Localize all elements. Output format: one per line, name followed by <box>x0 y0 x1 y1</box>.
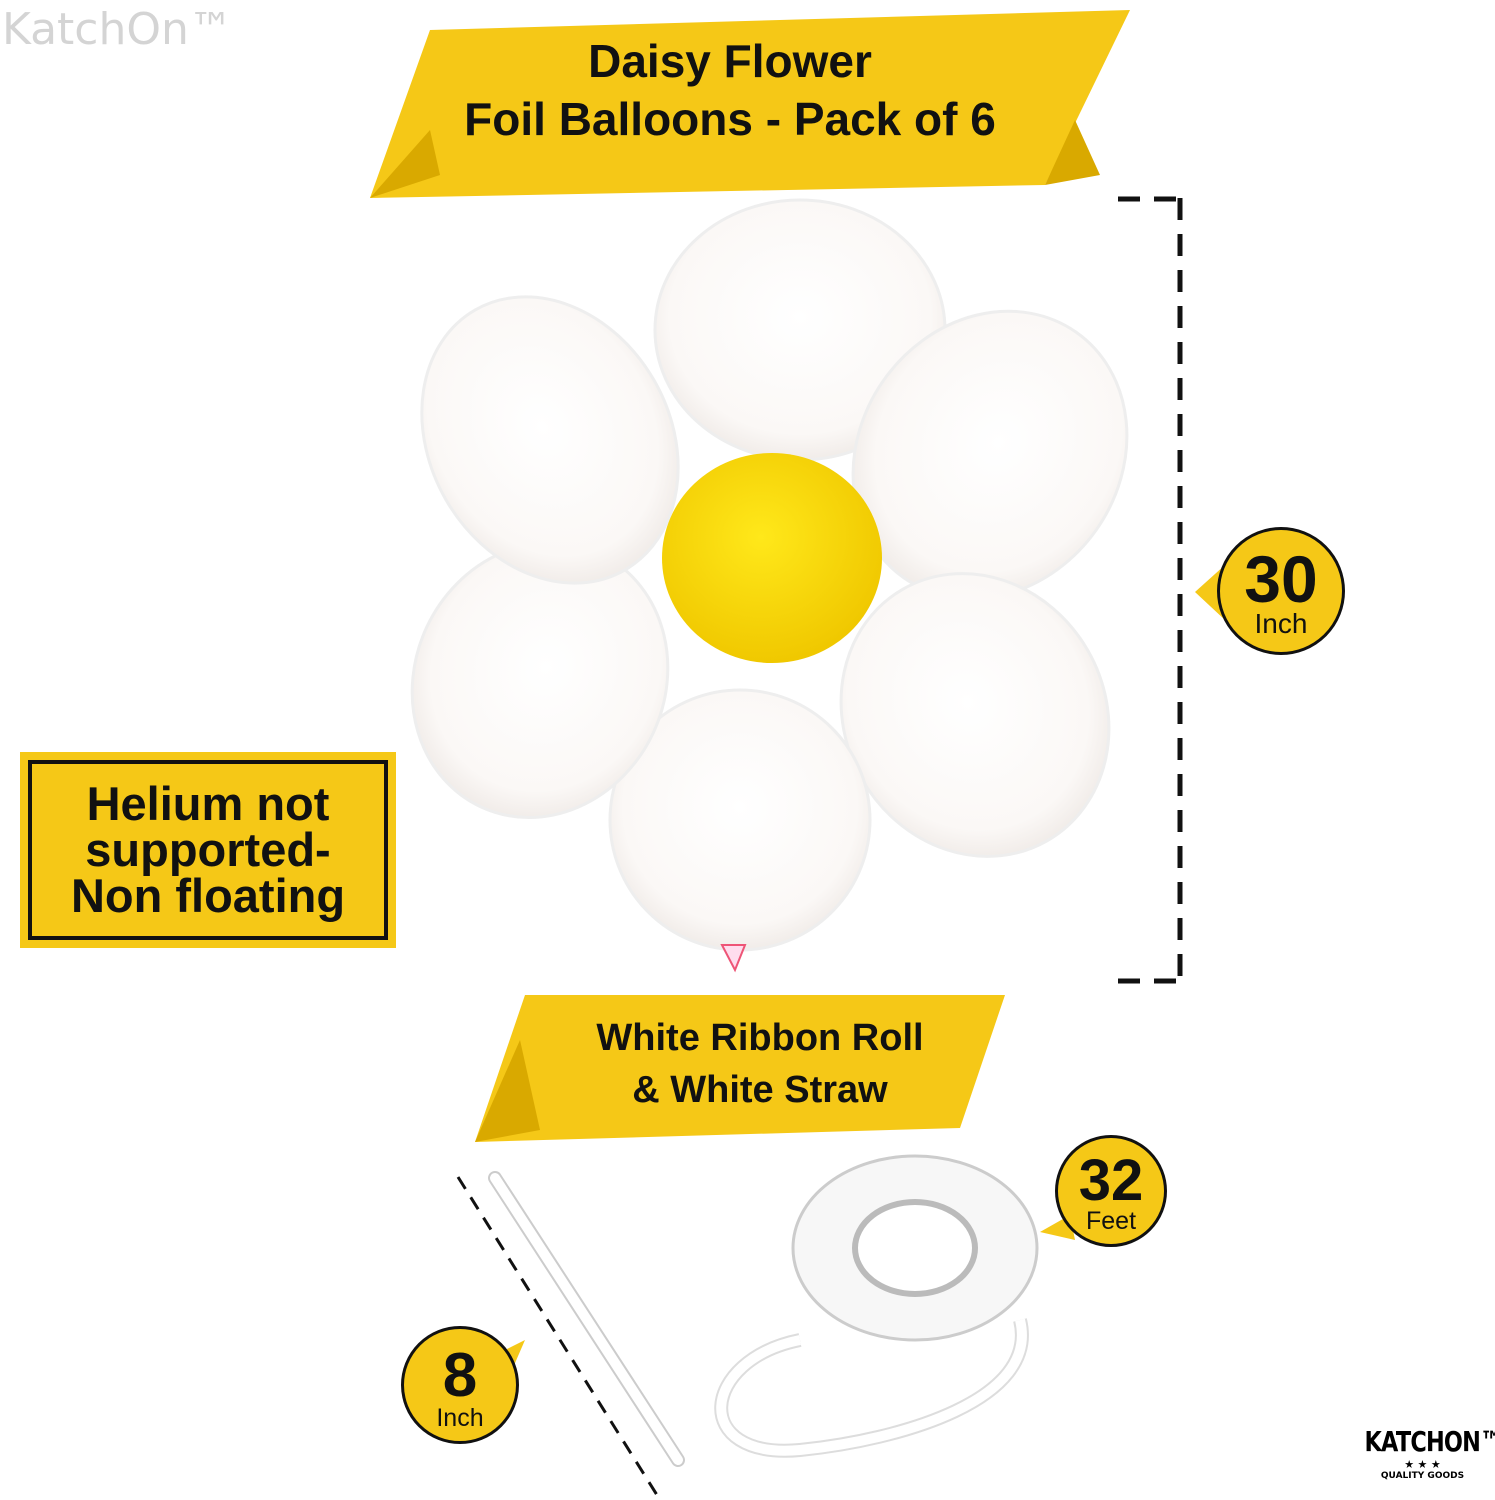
straw-length-badge: 8 Inch <box>401 1326 519 1444</box>
bottom-banner-text: White Ribbon Roll & White Straw <box>530 1012 990 1116</box>
bottom-banner-line1: White Ribbon Roll <box>596 1017 924 1059</box>
badge-unit: Inch <box>1254 608 1308 639</box>
petal <box>420 295 680 585</box>
balloon-valve <box>720 944 747 973</box>
ribbon-roll <box>714 1154 1039 1458</box>
katchon-logo: KATCHON™ ★ ★ ★ QUALITY GOODS <box>1350 1425 1495 1481</box>
straw-dimension-line <box>456 1176 659 1496</box>
daisy-balloon <box>410 198 1129 973</box>
top-banner-line2: Foil Balloons - Pack of 6 <box>464 93 996 145</box>
balloon-size-badge: 30 Inch <box>1217 527 1345 655</box>
top-banner-text: Daisy Flower Foil Balloons - Pack of 6 <box>400 32 1060 148</box>
top-banner-fold <box>1045 120 1100 185</box>
helium-line3: Non floating <box>70 869 346 922</box>
badge-value: 32 <box>1078 1148 1144 1213</box>
watermark: KatchOn™ <box>2 4 233 55</box>
flower-center <box>662 453 882 663</box>
logo-brand: KATCHON™ <box>1364 1425 1495 1458</box>
helium-notice-border: Helium not supported- Non floating <box>28 760 388 940</box>
bottom-banner <box>475 995 1005 1142</box>
top-banner-line1: Daisy Flower <box>588 35 872 87</box>
badge-unit: Inch <box>436 1404 484 1432</box>
petal <box>851 309 1129 601</box>
straw-highlight <box>490 1173 683 1465</box>
bottom-banner-fold <box>475 1040 540 1142</box>
helium-line1: Helium not <box>86 777 330 830</box>
badge-value: 8 <box>442 1341 478 1410</box>
ribbon-length-badge: 32 Feet <box>1055 1135 1167 1247</box>
helium-line2: supported- <box>85 823 331 876</box>
badge-unit: Feet <box>1085 1207 1137 1235</box>
logo-tagline: QUALITY GOODS <box>1380 1471 1465 1481</box>
top-banner <box>370 10 1130 198</box>
bottom-banner-line2: & White Straw <box>632 1069 888 1111</box>
size-bracket <box>1118 196 1183 984</box>
helium-notice: Helium not supported- Non floating <box>20 752 396 948</box>
badge-value: 30 <box>1244 542 1318 616</box>
top-banner-fold <box>370 130 440 198</box>
logo-stars: ★ ★ ★ <box>1404 1458 1441 1471</box>
